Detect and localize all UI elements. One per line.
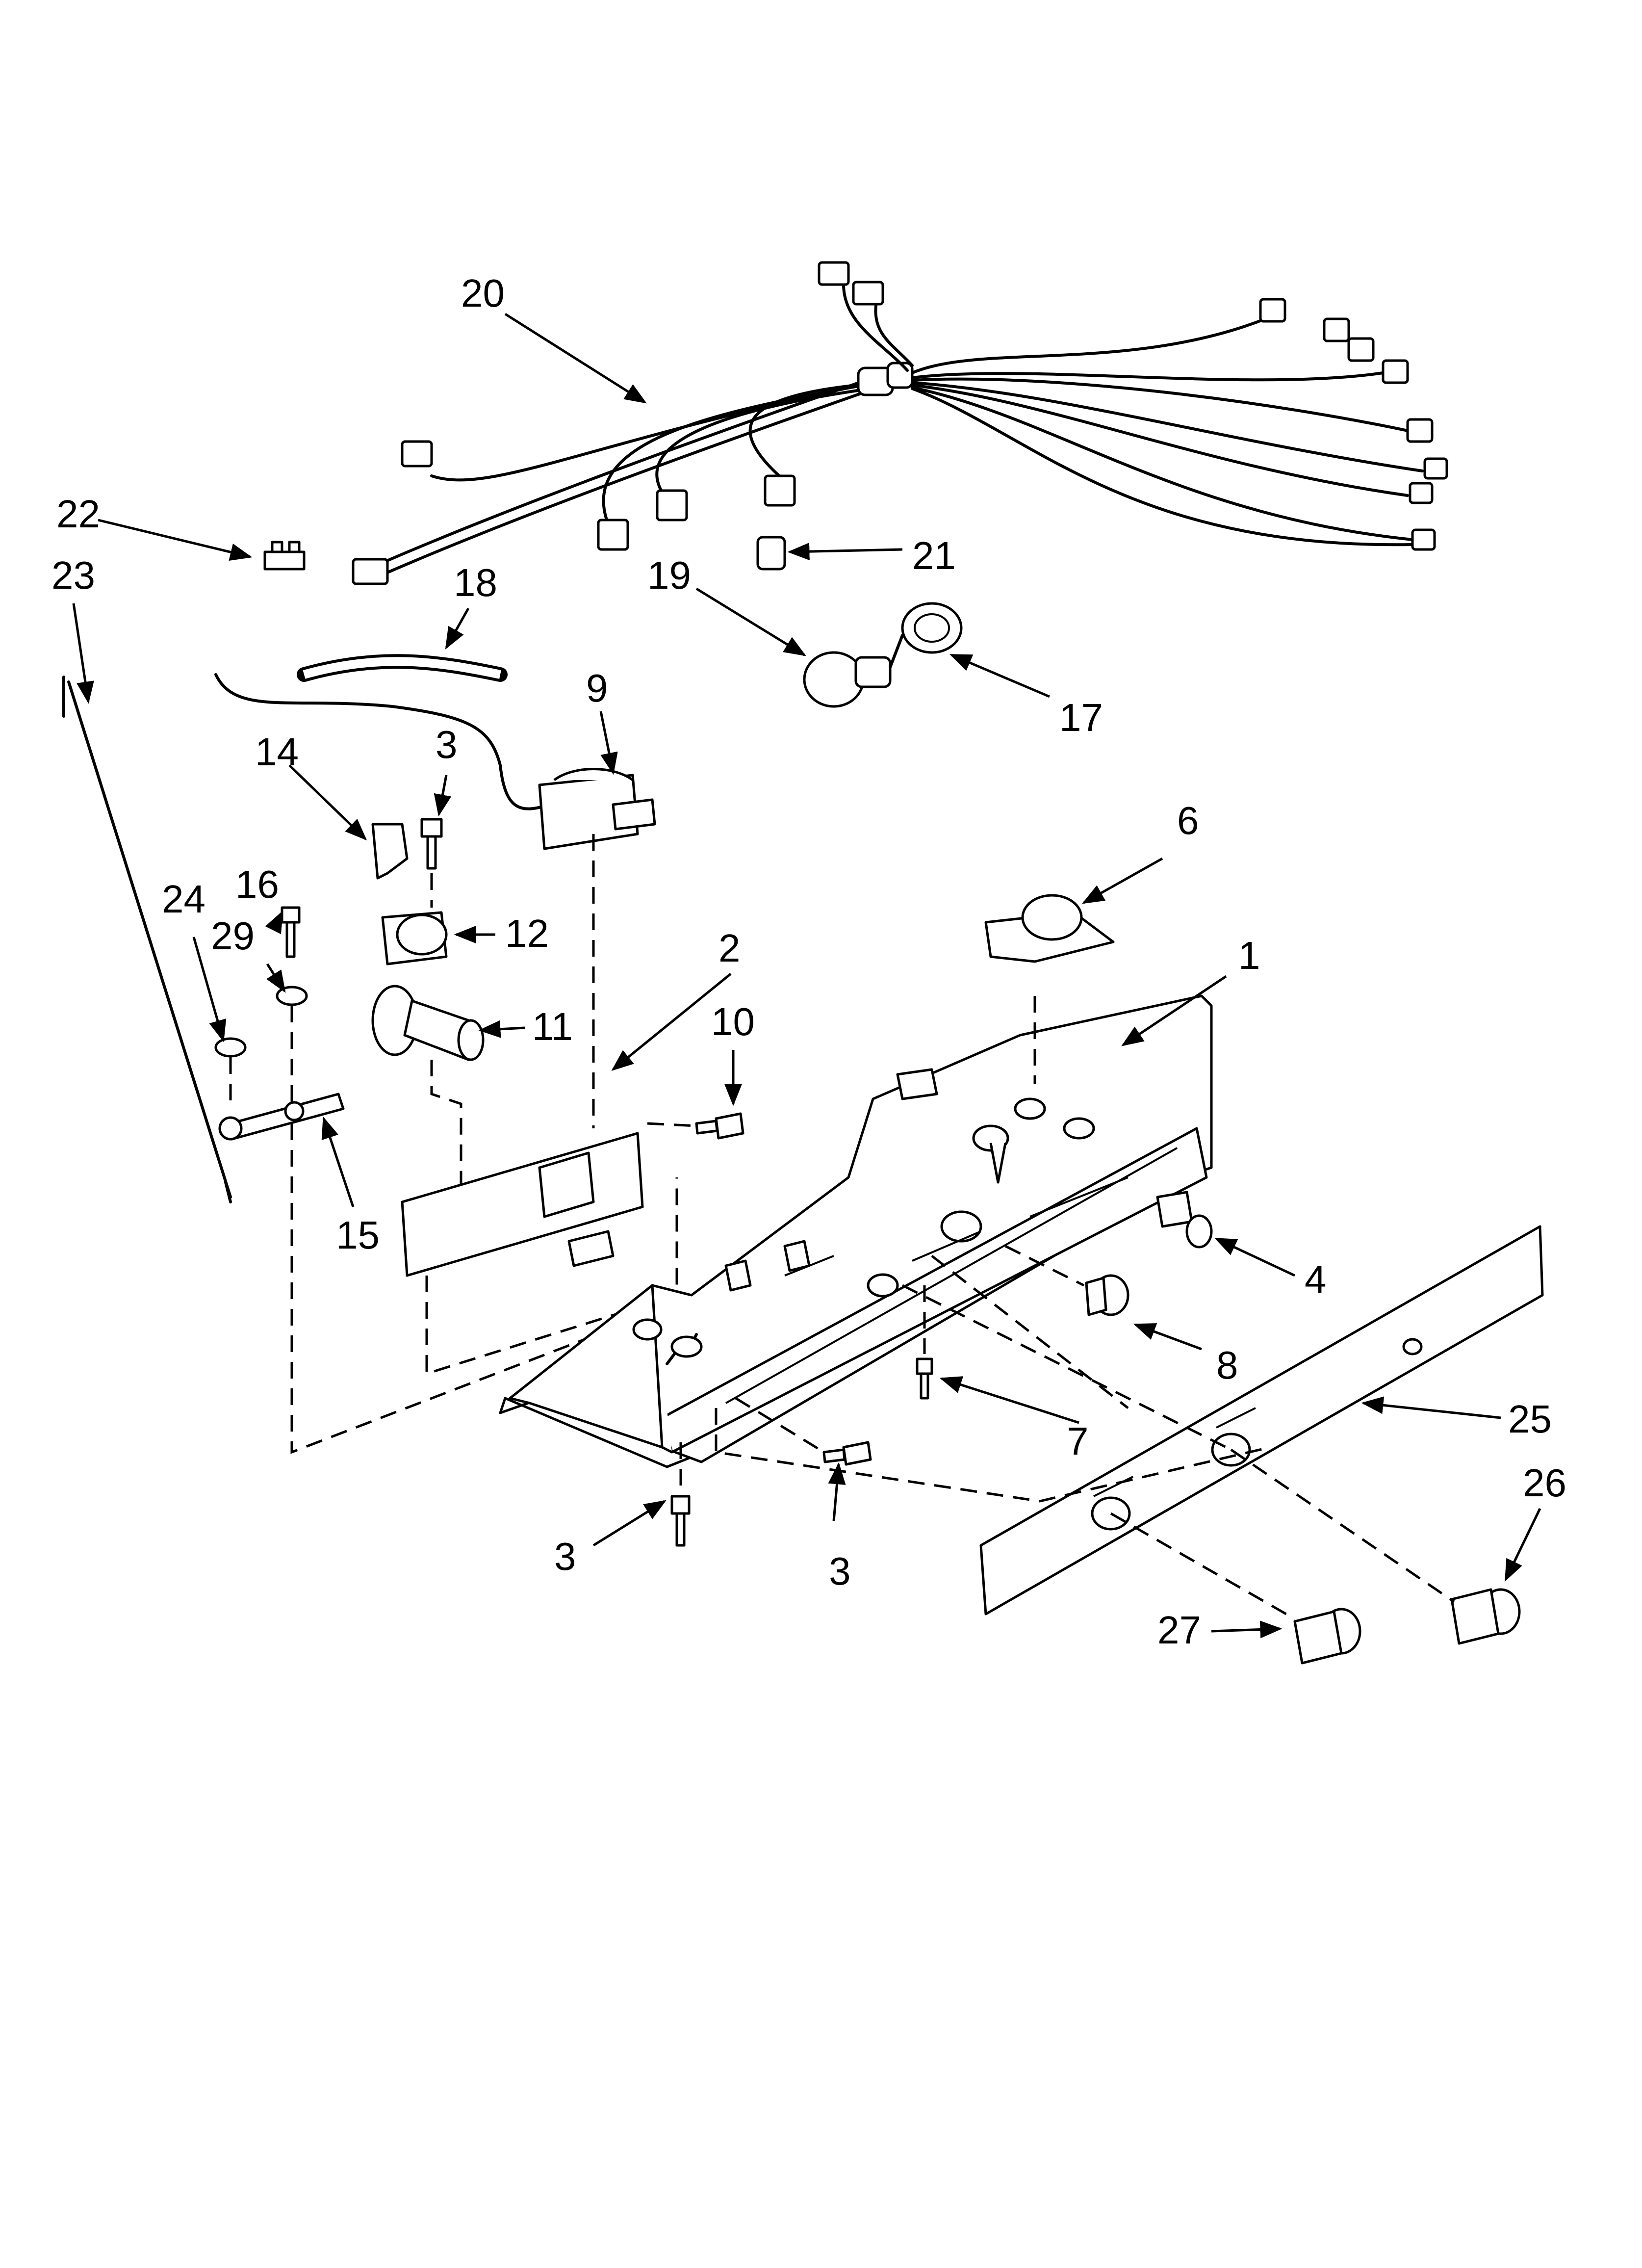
callout-15: 15 bbox=[336, 1213, 380, 1257]
part-11 bbox=[371, 985, 485, 1061]
callout-10: 10 bbox=[711, 1000, 755, 1043]
callout-22: 22 bbox=[56, 492, 100, 536]
callout-6: 6 bbox=[1177, 799, 1199, 842]
control-housing-1 bbox=[499, 994, 1213, 1468]
washer-24 bbox=[214, 1037, 247, 1058]
callout-3-top: 3 bbox=[436, 723, 458, 766]
screw-3-top bbox=[420, 818, 443, 870]
callout-16: 16 bbox=[235, 862, 279, 906]
callout-2: 2 bbox=[718, 926, 741, 970]
callout-20: 20 bbox=[461, 271, 505, 315]
panel-25 bbox=[979, 1225, 1544, 1616]
callout-27: 27 bbox=[1157, 1608, 1201, 1652]
bracket-12 bbox=[381, 911, 448, 965]
callout-labels: 20 22 23 21 19 17 18 9 14 3 12 11 16 24 … bbox=[51, 271, 1566, 1652]
washer-29 bbox=[276, 986, 308, 1006]
callout-23: 23 bbox=[51, 553, 95, 597]
callout-21: 21 bbox=[912, 534, 956, 577]
light-bulb bbox=[803, 651, 892, 708]
lamp-socket bbox=[889, 602, 963, 669]
wire-harness bbox=[352, 261, 1448, 585]
part-21 bbox=[756, 536, 786, 571]
callout-8: 8 bbox=[1216, 1343, 1238, 1387]
callout-11: 11 bbox=[532, 1005, 573, 1048]
screw-3-bottom-left bbox=[670, 1495, 691, 1547]
switch-4 bbox=[1156, 1191, 1213, 1249]
thermostat-9 bbox=[538, 768, 656, 850]
callout-7: 7 bbox=[1067, 1419, 1089, 1463]
screw-16 bbox=[281, 906, 301, 958]
part-6 bbox=[984, 894, 1115, 963]
screw-7 bbox=[916, 1357, 933, 1400]
callout-26: 26 bbox=[1523, 1461, 1566, 1505]
knob-26 bbox=[1450, 1588, 1521, 1645]
callout-29: 29 bbox=[211, 914, 255, 958]
callout-4: 4 bbox=[1305, 1257, 1327, 1301]
callout-14: 14 bbox=[255, 730, 299, 774]
callout-19: 19 bbox=[647, 553, 691, 597]
callout-12: 12 bbox=[505, 912, 549, 955]
lever-15 bbox=[218, 1093, 345, 1141]
rod-23 bbox=[62, 676, 232, 1203]
callout-1: 1 bbox=[1238, 934, 1260, 977]
knob-27 bbox=[1293, 1608, 1361, 1665]
callout-3-bottom-left: 3 bbox=[554, 1535, 576, 1578]
callout-25: 25 bbox=[1508, 1397, 1552, 1441]
part-14 bbox=[371, 823, 409, 880]
callout-9: 9 bbox=[586, 666, 608, 710]
callout-3-bottom-right: 3 bbox=[829, 1549, 851, 1593]
screw-3-bottom-right bbox=[822, 1441, 872, 1466]
callout-24: 24 bbox=[162, 877, 205, 921]
clip-22 bbox=[263, 541, 306, 571]
screw-10 bbox=[695, 1112, 744, 1140]
leader-lines bbox=[72, 313, 1541, 1639]
callout-17: 17 bbox=[1059, 696, 1103, 739]
button-8 bbox=[1085, 1274, 1129, 1316]
callout-18: 18 bbox=[454, 561, 497, 604]
bracket-2 bbox=[401, 1132, 644, 1277]
